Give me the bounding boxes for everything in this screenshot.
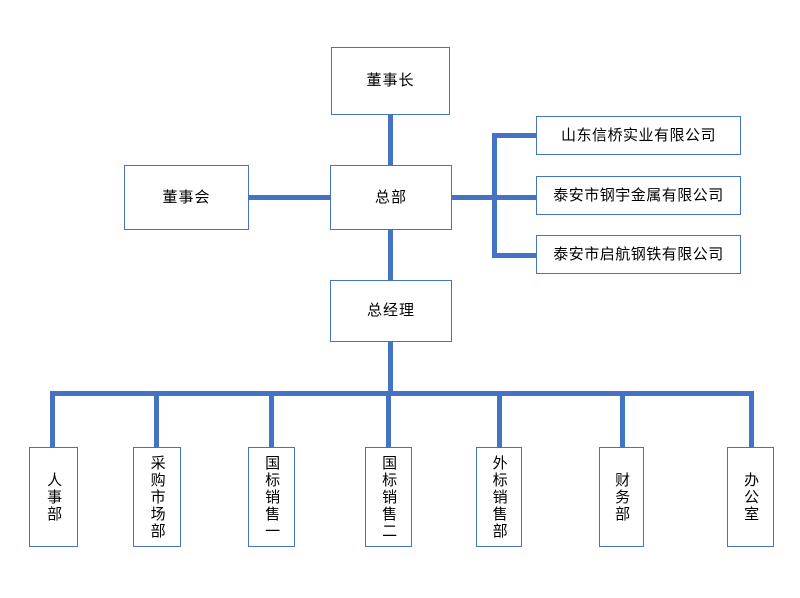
node-department-7-label: 办公室 <box>742 471 761 523</box>
connector-headquarters-to-subsidiary-trunk <box>451 195 497 200</box>
node-subsidiary-2[interactable]: 泰安市钢宇金属有限公司 <box>536 176 741 215</box>
node-department-2[interactable]: 采购市场部 <box>133 447 181 547</box>
connector-drop-department-7 <box>749 391 754 448</box>
node-general-manager-label: 总经理 <box>366 301 415 320</box>
node-department-2-label: 采购市场部 <box>148 454 167 540</box>
node-department-4[interactable]: 国标销售二 <box>365 447 412 547</box>
connector-department-bus <box>50 391 753 396</box>
connector-subsidiary-branch-3 <box>492 253 538 258</box>
connector-headquarters-to-general-manager <box>388 229 393 281</box>
node-headquarters-label: 总部 <box>374 187 407 206</box>
connector-drop-department-4 <box>386 391 391 448</box>
connector-chairman-to-headquarters <box>388 114 393 166</box>
node-general-manager[interactable]: 总经理 <box>330 280 452 342</box>
connector-general-manager-to-bus <box>388 341 393 396</box>
node-department-5[interactable]: 外标销售部 <box>476 447 522 547</box>
node-subsidiary-3-label: 泰安市启航钢铁有限公司 <box>553 244 724 263</box>
node-board-of-directors-label: 董事会 <box>162 187 211 206</box>
node-board-of-directors[interactable]: 董事会 <box>124 165 249 230</box>
connector-drop-department-1 <box>50 391 55 448</box>
node-chairman[interactable]: 董事长 <box>331 47 450 115</box>
node-department-5-label: 外标销售部 <box>490 454 509 540</box>
connector-drop-department-5 <box>497 391 502 448</box>
node-subsidiary-1[interactable]: 山东信桥实业有限公司 <box>536 116 741 155</box>
connector-drop-department-6 <box>620 391 625 448</box>
node-subsidiary-3[interactable]: 泰安市启航钢铁有限公司 <box>536 235 741 274</box>
connector-drop-department-2 <box>154 391 159 448</box>
node-department-6[interactable]: 财务部 <box>599 447 644 547</box>
node-department-1-label: 人事部 <box>45 471 64 523</box>
node-subsidiary-1-label: 山东信桥实业有限公司 <box>560 125 716 144</box>
connector-board-to-headquarters <box>248 195 332 200</box>
connector-drop-department-3 <box>269 391 274 448</box>
node-department-4-label: 国标销售二 <box>380 454 399 540</box>
node-department-3[interactable]: 国标销售一 <box>248 447 295 547</box>
node-department-7[interactable]: 办公室 <box>727 447 774 547</box>
node-headquarters[interactable]: 总部 <box>330 165 452 230</box>
connector-subsidiary-branch-2 <box>492 195 538 200</box>
connector-subsidiary-branch-1 <box>492 133 538 138</box>
node-subsidiary-2-label: 泰安市钢宇金属有限公司 <box>553 185 724 204</box>
node-department-1[interactable]: 人事部 <box>29 447 78 547</box>
node-department-6-label: 财务部 <box>613 471 632 523</box>
node-chairman-label: 董事长 <box>366 71 415 90</box>
node-department-3-label: 国标销售一 <box>263 454 282 540</box>
